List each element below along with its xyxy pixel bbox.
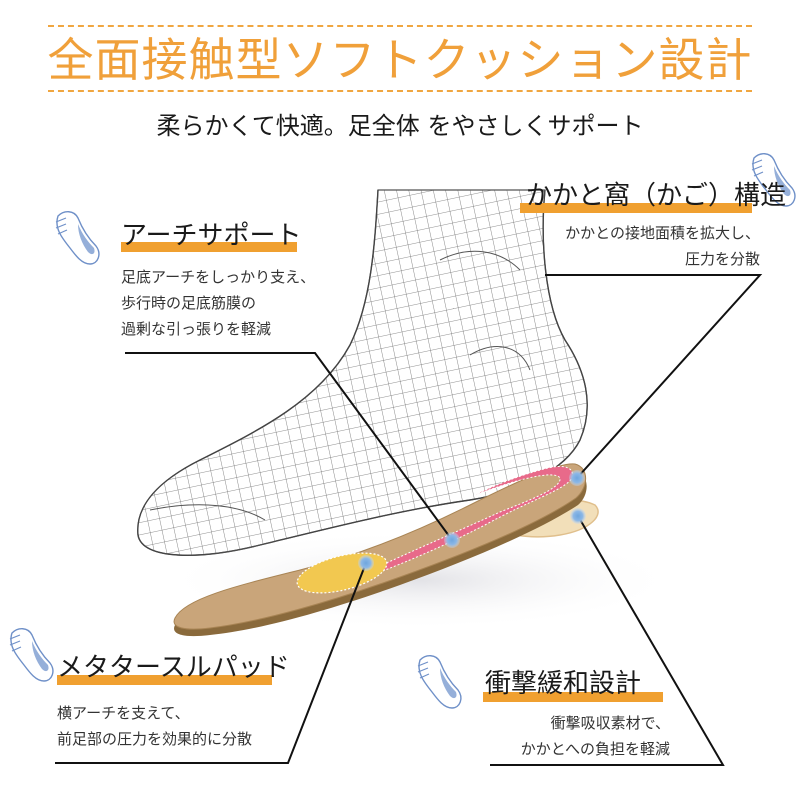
arch-marker [444,532,460,548]
metatarsal-pad-title: メタタースルパッド [57,653,290,683]
shock-absorption-underline [483,692,663,702]
page-title: 全面接触型ソフトクッション設計 [47,33,753,87]
title-top-divider [48,25,752,27]
marker-dots [358,470,586,571]
page-subtitle: 柔らかくて快適。足全体 をやさしくサポート [156,112,644,140]
heel-cup-underline [520,203,752,213]
foot-forefoot-icon [9,628,54,682]
leader-lines [55,274,763,766]
metatarsal-pad-description: 横アーチを支えて、 前足部の圧力を効果的に分散 [57,704,253,748]
foot-heel-icon [417,655,462,709]
arch-support-title: アーチサポート [121,221,302,251]
arch-support-underline [121,242,297,252]
metatarsal-pad-underline [57,675,272,685]
foot-arch-icon [55,211,100,265]
heel-cup-marker [569,470,585,486]
shock-marker [570,508,586,524]
shock-absorption-description: 衝撃吸収素材で、 かかとへの負担を軽減 [520,714,670,758]
heel-cup-description: かかとの接地面積を拡大し、 圧力を分散 [565,224,760,268]
metatarsal-marker [358,555,374,571]
arch-support-description: 足底アーチをしっかり支え、 歩行時の足底筋膜の 過剰な引っ張りを軽減 [121,268,316,338]
heel-cup-title: かかと窩（かご）構造 [526,181,787,211]
title-bottom-divider [48,90,752,92]
foot-heel-icon [751,153,796,207]
shock-absorption-title: 衝撃緩和設計 [485,669,642,699]
